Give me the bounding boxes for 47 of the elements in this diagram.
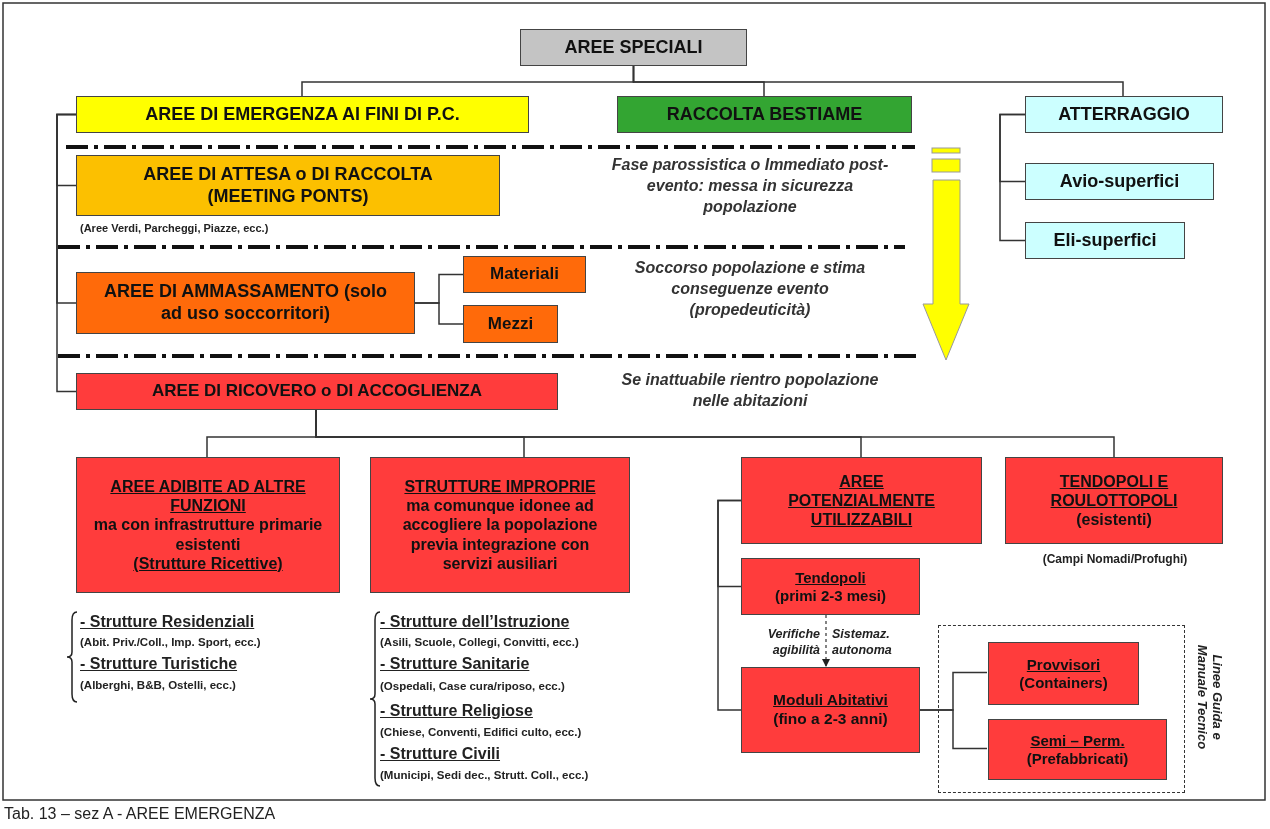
category-box: Tendopoli (primi 2-3 mesi) (741, 558, 920, 615)
list-note: (Chiese, Conventi, Edifici culto, ecc.) (380, 725, 583, 740)
category-box: STRUTTURE IMPROPRIE ma comunque idonee ad accogliere la popolazione previa integrazione con servizi ausiliari (370, 457, 630, 593)
phase-note: Fase parossistica o Immediato post-evento: messa in sicurezza popolazione (610, 155, 890, 217)
phase-note: Se inattuabile rientro popolazione nelle abitazioni (620, 370, 880, 411)
category-box: ATTERRAGGIO (1025, 96, 1223, 133)
connector-line (56, 113, 77, 393)
list-heading: - Strutture Civili (380, 744, 501, 764)
list-heading: - Strutture Sanitarie (380, 654, 531, 674)
connector-line (999, 113, 1026, 242)
arrow (821, 614, 831, 668)
connector-line (717, 499, 742, 711)
note: (Aree Verdi, Parcheggi, Piazze, ecc.) (80, 222, 270, 234)
category-box: AREE DI ATTESA o DI RACCOLTA (MEETING PONTS) (76, 155, 500, 216)
list-note: (Alberghi, B&B, Ostelli, ecc.) (80, 678, 237, 693)
category-box: Materiali (463, 256, 586, 293)
note: Linee Guida e Manuale Tecnico (1195, 643, 1225, 752)
category-box: Eli-superfici (1025, 222, 1185, 259)
category-box: Semi – Perm. (Prefabbricati) (988, 719, 1167, 780)
category-box: RACCOLTA BESTIAME (617, 96, 912, 133)
category-box: Avio-superfici (1025, 163, 1214, 200)
list-heading: - Strutture Religiose (380, 701, 534, 721)
category-box: Moduli Abitativi (fino a 2-3 anni) (741, 667, 920, 753)
list-heading: - Strutture Residenziali (80, 612, 256, 632)
connector-line (632, 65, 1124, 97)
category-box: AREE DI EMERGENZA AI FINI DI P.C. (76, 96, 529, 133)
list-note: (Ospedali, Case cura/riposo, ecc.) (380, 679, 566, 694)
note: (Campi Nomadi/Profughi) (1041, 552, 1189, 566)
category-box: AREE POTENZIALMENTE UTILIZZABILI (741, 457, 982, 544)
category-box: Mezzi (463, 305, 558, 343)
list-heading: - Strutture dell’Istruzione (380, 612, 571, 632)
connector-line (919, 709, 988, 750)
category-box: AREE DI AMMASSAMENTO (solo ad uso soccorritori) (76, 272, 415, 334)
category-box: TENDOPOLI E ROULOTTOPOLI (esistenti) (1005, 457, 1223, 544)
list-note: (Abit. Priv./Coll., Imp. Sport, ecc.) (80, 635, 262, 650)
caption: Tab. 13 – sez A - AREE EMERGENZA (4, 805, 276, 823)
note: Sistemaz. autonoma (832, 626, 893, 659)
phase-note: Soccorso popolazione e stima conseguenze evento (propedeuticità) (633, 258, 867, 320)
category-box: Provvisori (Containers) (988, 642, 1139, 705)
category-box: AREE ADIBITE AD ALTRE FUNZIONI ma con infrastrutture primarie esistenti (Strutture Ricettive) (76, 457, 340, 593)
dashed-frame (938, 625, 1185, 793)
list-note: (Asili, Scuole, Collegi, Convitti, ecc.) (380, 635, 580, 650)
category-box: AREE DI RICOVERO o DI ACCOGLIENZA (76, 373, 558, 410)
category-box: AREE SPECIALI (520, 29, 747, 66)
list-heading: - Strutture Turistiche (80, 654, 239, 674)
list-note: (Municipi, Sedi dec., Strutt. Coll., ecc.) (380, 768, 590, 783)
connector-line (414, 302, 464, 325)
